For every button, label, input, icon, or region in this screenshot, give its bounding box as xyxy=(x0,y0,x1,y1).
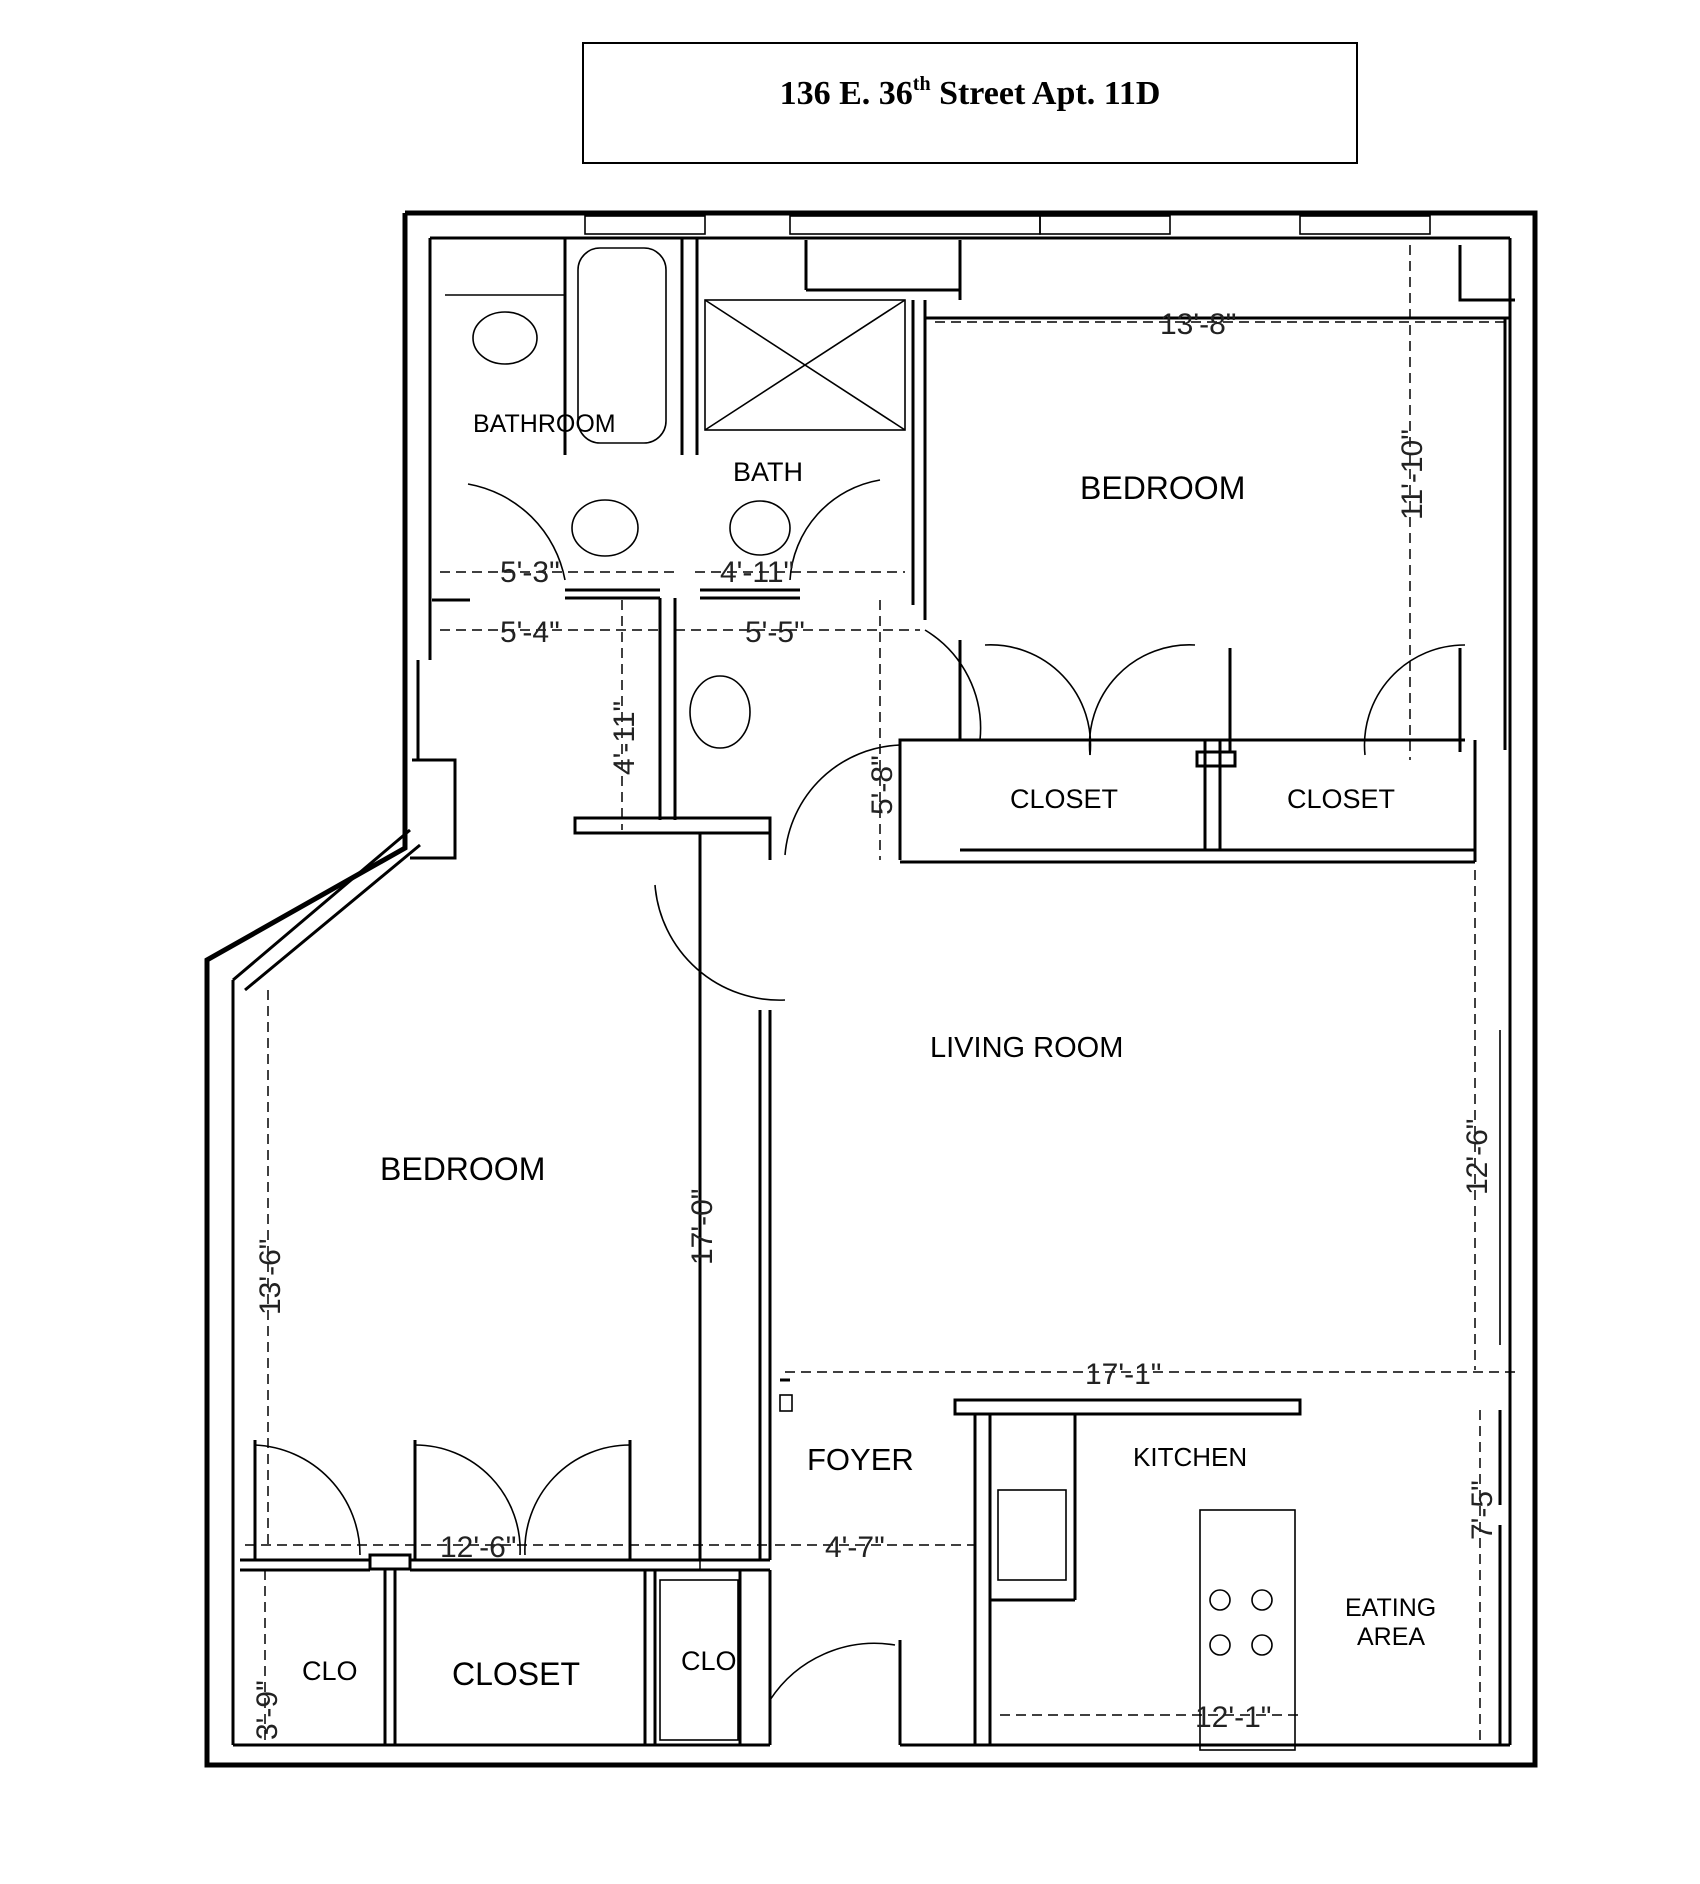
dim-hall-depth: 4'-11" xyxy=(608,701,641,775)
label-bedroom-lower: BEDROOM xyxy=(380,1151,545,1187)
dim-closet-depth: 3'-9" xyxy=(251,1680,284,1740)
kitchen-walls xyxy=(779,1378,1502,1751)
plan-title: 136 E. 36th Street Apt. 11D xyxy=(780,48,1161,130)
dim-foyer-width: 4'-7" xyxy=(825,1531,885,1564)
dim-living-room-width: 17'-1" xyxy=(1085,1358,1161,1391)
dim-kitchen-width: 12'-1" xyxy=(1195,1701,1271,1734)
title-box: 136 E. 36th Street Apt. 11D xyxy=(582,42,1358,164)
dim-bedroom-top-width: 13'-8" xyxy=(1160,308,1236,341)
label-closet-upper-right: CLOSET xyxy=(1287,784,1395,814)
label-eating-area-2: AREA xyxy=(1357,1623,1425,1651)
dim-bath-width-c: 5'-5" xyxy=(745,616,805,649)
dimension-lines xyxy=(245,245,1520,1745)
label-clo-right: CLO xyxy=(681,1646,737,1676)
room-labels: BATHROOM BATH BEDROOM CLOSET CLOSET LIVI… xyxy=(302,410,1436,1692)
shower-walls xyxy=(704,240,962,605)
door-arcs xyxy=(254,479,1466,1701)
label-closet-lower: CLOSET xyxy=(452,1656,580,1692)
label-bathroom: BATHROOM xyxy=(473,410,616,438)
dim-bedroom-top-depth: 11'-10" xyxy=(1396,429,1429,520)
dim-bath-width-b: 5'-4" xyxy=(500,616,560,649)
title-address-prefix: 136 E. 36 xyxy=(779,75,913,112)
dim-hall-depth-b: 5'-8" xyxy=(866,755,899,815)
left-closet-walls xyxy=(240,1440,647,1745)
hall-walls xyxy=(640,833,772,1745)
bathroom-walls xyxy=(432,238,800,860)
title-ordinal: th xyxy=(912,73,931,95)
title-address-suffix: Street Apt. 11D xyxy=(930,75,1161,112)
dim-hall-length: 17'-0" xyxy=(686,1189,719,1265)
label-clo-left: CLO xyxy=(302,1656,358,1686)
label-bath: BATH xyxy=(733,457,803,487)
label-bedroom-upper: BEDROOM xyxy=(1080,470,1245,506)
label-closet-upper-left: CLOSET xyxy=(1010,784,1118,814)
dim-bath-width-a: 5'-3" xyxy=(500,556,560,589)
label-eating-area-1: EATING xyxy=(1345,1594,1436,1622)
dim-bedroom-left-depth: 13'-6" xyxy=(254,1239,287,1315)
label-living-room: LIVING ROOM xyxy=(930,1032,1123,1064)
dim-bedroom-left-width: 12'-6" xyxy=(440,1531,516,1564)
dim-bath-width-d: 4'-11" xyxy=(720,556,794,589)
upper-bedroom-walls xyxy=(898,245,1515,864)
label-foyer: FOYER xyxy=(807,1442,914,1477)
dim-eating-depth: 7'-5" xyxy=(1466,1480,1499,1540)
dimension-labels: 13'-8" 11'-10" 5'-3" 4'-11" 5'-4" 5'-5" … xyxy=(251,308,1499,1740)
dim-living-room-depth: 12'-6" xyxy=(1461,1119,1494,1195)
top-windows xyxy=(584,215,1431,235)
exterior-walls xyxy=(204,210,1538,1768)
label-kitchen: KITCHEN xyxy=(1133,1442,1247,1472)
